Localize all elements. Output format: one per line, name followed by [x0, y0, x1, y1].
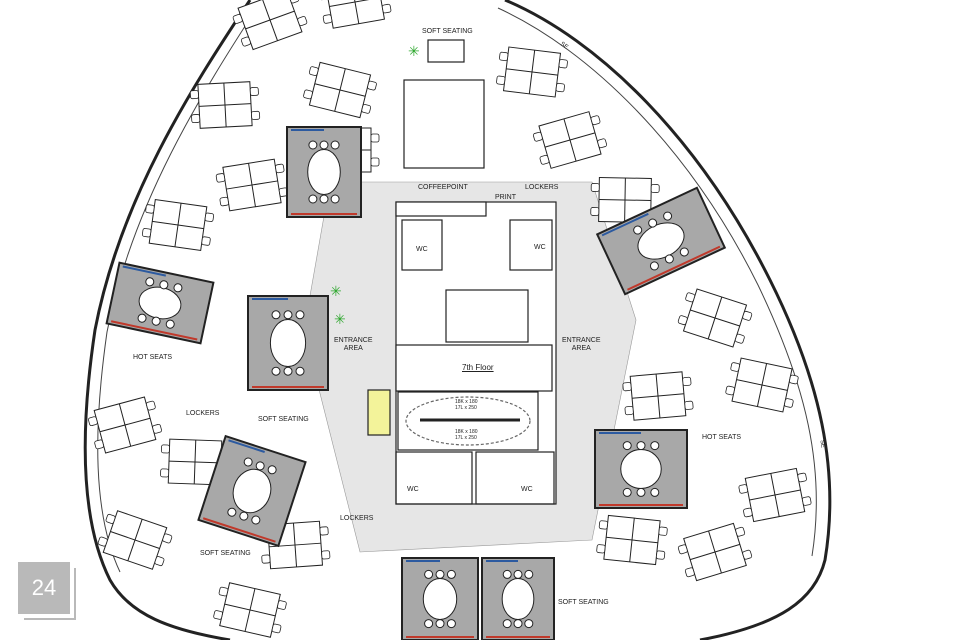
lift-dimension: 17L x 250 — [455, 405, 477, 411]
meeting-room — [481, 557, 555, 640]
label-lockers: LOCKERS — [525, 184, 559, 191]
plants: ✳ ✳ ✳ — [330, 43, 420, 327]
lift-dimension: 18K x 180 — [455, 429, 478, 435]
desk-cluster — [318, 0, 392, 29]
label-entrance-area: ENTRANCE AREA — [562, 337, 601, 352]
label-coffeepoint: COFFEEPOINT — [418, 184, 468, 191]
plant-icon: ✳ — [334, 311, 346, 327]
meeting-room — [594, 429, 688, 509]
label-entrance-area: ENTRANCE AREA — [334, 337, 373, 352]
desk-cluster — [88, 396, 162, 454]
label-lockers: LOCKERS — [340, 515, 374, 522]
desk-cluster — [303, 61, 377, 119]
meeting-room — [197, 434, 307, 548]
desk-cluster — [532, 111, 608, 169]
label-print: PRINT — [495, 194, 516, 201]
label-soft-seating: SOFT SEATING — [258, 416, 309, 423]
desk-cluster — [213, 582, 287, 638]
label-soft-seating: SOFT SEATING — [422, 28, 473, 35]
desk-cluster — [725, 357, 799, 413]
plant-icon: ✳ — [330, 283, 342, 299]
floor-label: 7th Floor — [462, 363, 494, 372]
desk-cluster — [189, 81, 261, 129]
meeting-rooms — [105, 126, 727, 640]
desk-cluster — [97, 510, 173, 570]
desk-cluster — [738, 467, 812, 523]
meeting-room — [105, 261, 215, 345]
meeting-room — [247, 295, 329, 391]
label-wc: WC — [534, 244, 546, 251]
core — [367, 39, 557, 505]
meeting-room — [286, 126, 362, 218]
lift-dimension: 17L x 250 — [455, 435, 477, 441]
desk-cluster — [677, 522, 753, 582]
meeting-room — [401, 557, 479, 640]
desk-cluster — [622, 371, 694, 421]
page-number-badge: 24 — [18, 562, 70, 614]
plant-icon: ✳ — [408, 43, 420, 59]
label-lockers: LOCKERS — [186, 410, 220, 417]
desk-cluster — [141, 199, 215, 251]
se-marker: SE — [818, 439, 826, 449]
desk-cluster — [215, 158, 289, 212]
label-wc: WC — [416, 246, 428, 253]
label-soft-seating: SOFT SEATING — [200, 550, 251, 557]
desk-cluster — [677, 288, 753, 348]
desk-cluster — [232, 0, 308, 51]
building-outline — [83, 0, 832, 640]
label-soft-seating: SOFT SEATING — [558, 599, 609, 606]
lift-dimension: 18K x 180 — [455, 399, 478, 405]
desk-cluster — [496, 46, 568, 98]
label-wc: WC — [521, 486, 533, 493]
label-hot-seats: HOT SEATS — [133, 354, 173, 361]
meeting-room — [595, 186, 727, 296]
label-wc: WC — [407, 486, 419, 493]
desk-cluster — [596, 514, 668, 566]
label-hot-seats: HOT SEATS — [702, 434, 742, 441]
